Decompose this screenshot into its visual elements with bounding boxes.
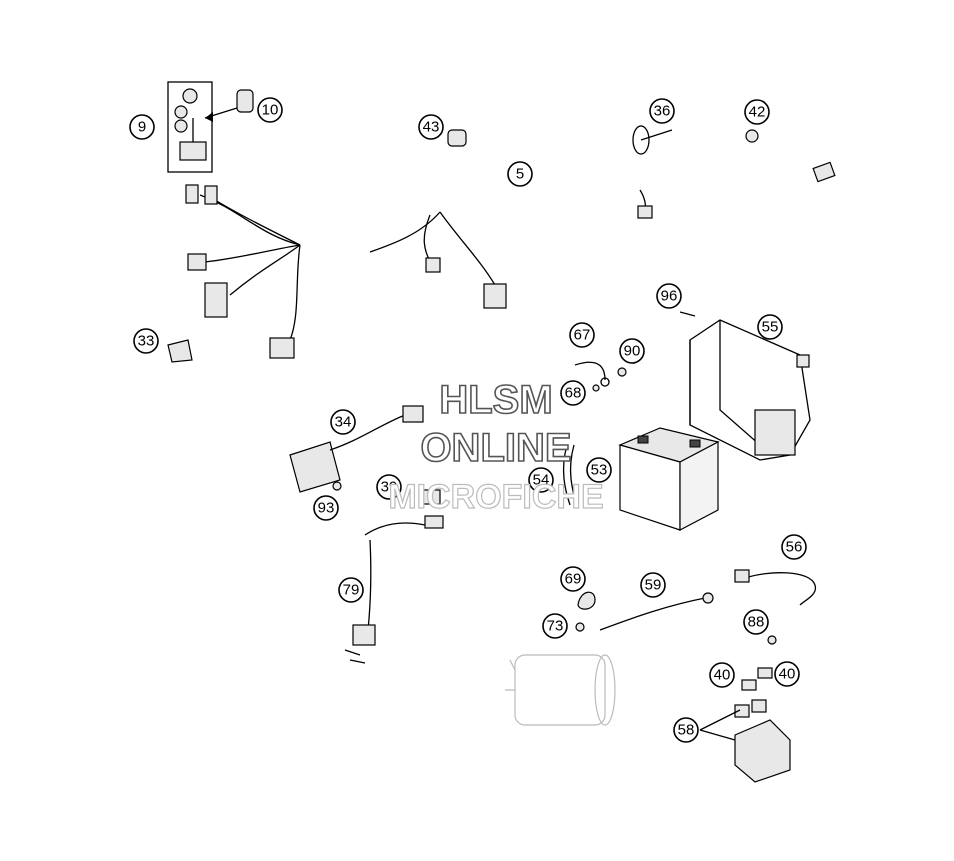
svg-text:ONLINE: ONLINE xyxy=(420,426,571,470)
ground-cable xyxy=(734,569,817,645)
svg-text:34: 34 xyxy=(335,414,352,431)
callout-96: 96 xyxy=(656,283,682,309)
svg-text:10: 10 xyxy=(262,102,279,119)
watermark: HLSM ONLINE MICROFICHE xyxy=(388,377,605,516)
callout-36: 36 xyxy=(649,98,675,124)
svg-text:HLSM: HLSM xyxy=(439,378,552,422)
svg-text:56: 56 xyxy=(786,539,803,556)
callout-33: 33 xyxy=(133,328,159,354)
svg-text:90: 90 xyxy=(624,343,641,360)
svg-text:68: 68 xyxy=(565,385,582,402)
svg-text:9: 9 xyxy=(138,119,146,136)
callout-5: 5 xyxy=(507,161,533,187)
callout-93: 93 xyxy=(313,495,339,521)
svg-text:40: 40 xyxy=(714,667,731,684)
callout-55: 55 xyxy=(757,314,783,340)
part-33-bracket xyxy=(167,339,193,363)
svg-text:69: 69 xyxy=(565,571,582,588)
callout-56: 56 xyxy=(781,534,807,560)
battery xyxy=(618,427,720,531)
svg-text:88: 88 xyxy=(748,614,765,631)
main-wiring-harness xyxy=(185,161,836,359)
callout-54: 54 xyxy=(528,467,554,493)
callout-59: 59 xyxy=(640,572,666,598)
callout-68: 68 xyxy=(560,380,586,406)
svg-text:43: 43 xyxy=(423,119,440,136)
callout-67: 67 xyxy=(569,322,595,348)
callout-53: 53 xyxy=(586,457,612,483)
callout-69: 69 xyxy=(560,566,586,592)
callout-40-right: 40 xyxy=(774,661,800,687)
callout-34: 34 xyxy=(330,409,356,435)
callout-9: 9 xyxy=(129,114,155,140)
svg-text:59: 59 xyxy=(645,577,662,594)
svg-text:40: 40 xyxy=(779,666,796,683)
callout-58: 58 xyxy=(673,717,699,743)
starter-cable xyxy=(575,591,714,632)
svg-text:42: 42 xyxy=(749,104,766,121)
part-36-cable-tie xyxy=(632,125,673,155)
part-42-nut xyxy=(745,129,759,143)
svg-text:96: 96 xyxy=(661,288,678,305)
svg-text:54: 54 xyxy=(533,472,550,489)
battery-box xyxy=(679,311,811,461)
switch-assembly xyxy=(167,81,254,173)
svg-text:58: 58 xyxy=(678,722,695,739)
callout-90: 90 xyxy=(619,338,645,364)
starter-motor-ghost xyxy=(505,654,616,726)
callout-88: 88 xyxy=(743,609,769,635)
callout-79: 79 xyxy=(338,577,364,603)
voltage-regulator xyxy=(289,405,424,493)
starter-relay xyxy=(699,667,791,783)
svg-text:73: 73 xyxy=(547,618,564,635)
svg-text:MICROFICHE: MICROFICHE xyxy=(388,478,603,516)
svg-text:39: 39 xyxy=(381,479,398,496)
ignition-coil xyxy=(344,489,444,664)
callout-43: 43 xyxy=(418,114,444,140)
svg-text:79: 79 xyxy=(343,582,360,599)
svg-text:55: 55 xyxy=(762,319,779,336)
svg-text:33: 33 xyxy=(138,333,155,350)
callout-40-left: 40 xyxy=(709,662,735,688)
svg-text:5: 5 xyxy=(516,166,524,183)
battery-cable-67 xyxy=(574,361,627,392)
battery-strap xyxy=(562,444,578,506)
part-43-grommet xyxy=(447,129,467,147)
svg-text:67: 67 xyxy=(574,327,591,344)
svg-text:36: 36 xyxy=(654,103,671,120)
callout-73: 73 xyxy=(542,613,568,639)
callout-10: 10 xyxy=(257,97,283,123)
callout-42: 42 xyxy=(744,99,770,125)
svg-text:53: 53 xyxy=(591,462,608,479)
callout-39: 39 xyxy=(376,474,402,500)
svg-text:93: 93 xyxy=(318,500,335,517)
